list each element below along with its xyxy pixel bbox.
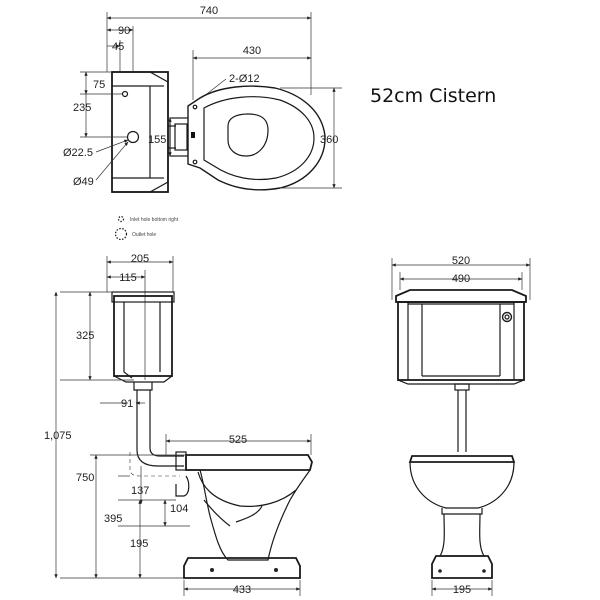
- cistern-front: [397, 301, 525, 381]
- dim-75: 75: [93, 79, 105, 91]
- dim-137: 137: [131, 485, 149, 497]
- bowl-opening: [227, 113, 269, 157]
- side-elevation: 205 115 325 1,075 91 525: [44, 253, 313, 596]
- cistern-lid-front: [395, 289, 527, 303]
- bowl-rim-side: [185, 454, 313, 471]
- inlet-legend-icon: [117, 215, 125, 223]
- dim-360: 360: [320, 134, 338, 146]
- outlet-legend-icon: [114, 227, 128, 241]
- outlet-hole: [126, 130, 140, 144]
- dim-hole-label: 2-Ø12: [229, 73, 260, 85]
- drawing-title: 52cm Cistern: [370, 85, 496, 107]
- dim-395: 395: [104, 513, 122, 525]
- bowl-rim-front: [408, 455, 516, 463]
- plan-view: 740 90 45 430 2-Ø12 75 235 Ø22.5 Ø49: [63, 5, 342, 193]
- dim-325: 325: [76, 330, 94, 342]
- dim-205: 205: [131, 253, 149, 265]
- legend-inlet: Inlet hole bottom right: [130, 217, 179, 223]
- cistern-plan: [111, 71, 169, 193]
- dim-750: 750: [76, 472, 94, 484]
- dim-433: 433: [233, 584, 251, 596]
- dim-195: 195: [130, 538, 148, 550]
- dim-490: 490: [452, 273, 470, 285]
- legend-outlet: Outlet hole: [132, 232, 156, 238]
- dim-235: 235: [73, 102, 91, 114]
- inlet-hole: [121, 90, 129, 98]
- dim-45: 45: [112, 41, 124, 53]
- cistern-side: [113, 295, 173, 377]
- dim-520: 520: [452, 255, 470, 267]
- dim-91: 91: [121, 398, 133, 410]
- dim-90: 90: [118, 25, 130, 37]
- dim-115: 115: [119, 272, 137, 284]
- dim-155: 155: [148, 134, 166, 146]
- dim-525: 525: [229, 434, 247, 446]
- flush-button: [501, 311, 513, 323]
- bowl-plan: [187, 85, 326, 191]
- dim-1075: 1,075: [44, 430, 72, 442]
- dim-104: 104: [170, 503, 188, 515]
- dim-dia49: Ø49: [73, 176, 94, 188]
- pedestal-base-front: [431, 555, 493, 579]
- hole-legend: Inlet hole bottom right Outlet hole: [114, 215, 179, 241]
- pedestal-base-side: [183, 557, 301, 579]
- dim-dia22: Ø22.5: [63, 147, 93, 159]
- dim-195-front: 195: [453, 584, 471, 596]
- front-elevation: 520 490 195: [391, 255, 531, 596]
- dim-430: 430: [243, 45, 261, 57]
- dim-740: 740: [200, 5, 218, 17]
